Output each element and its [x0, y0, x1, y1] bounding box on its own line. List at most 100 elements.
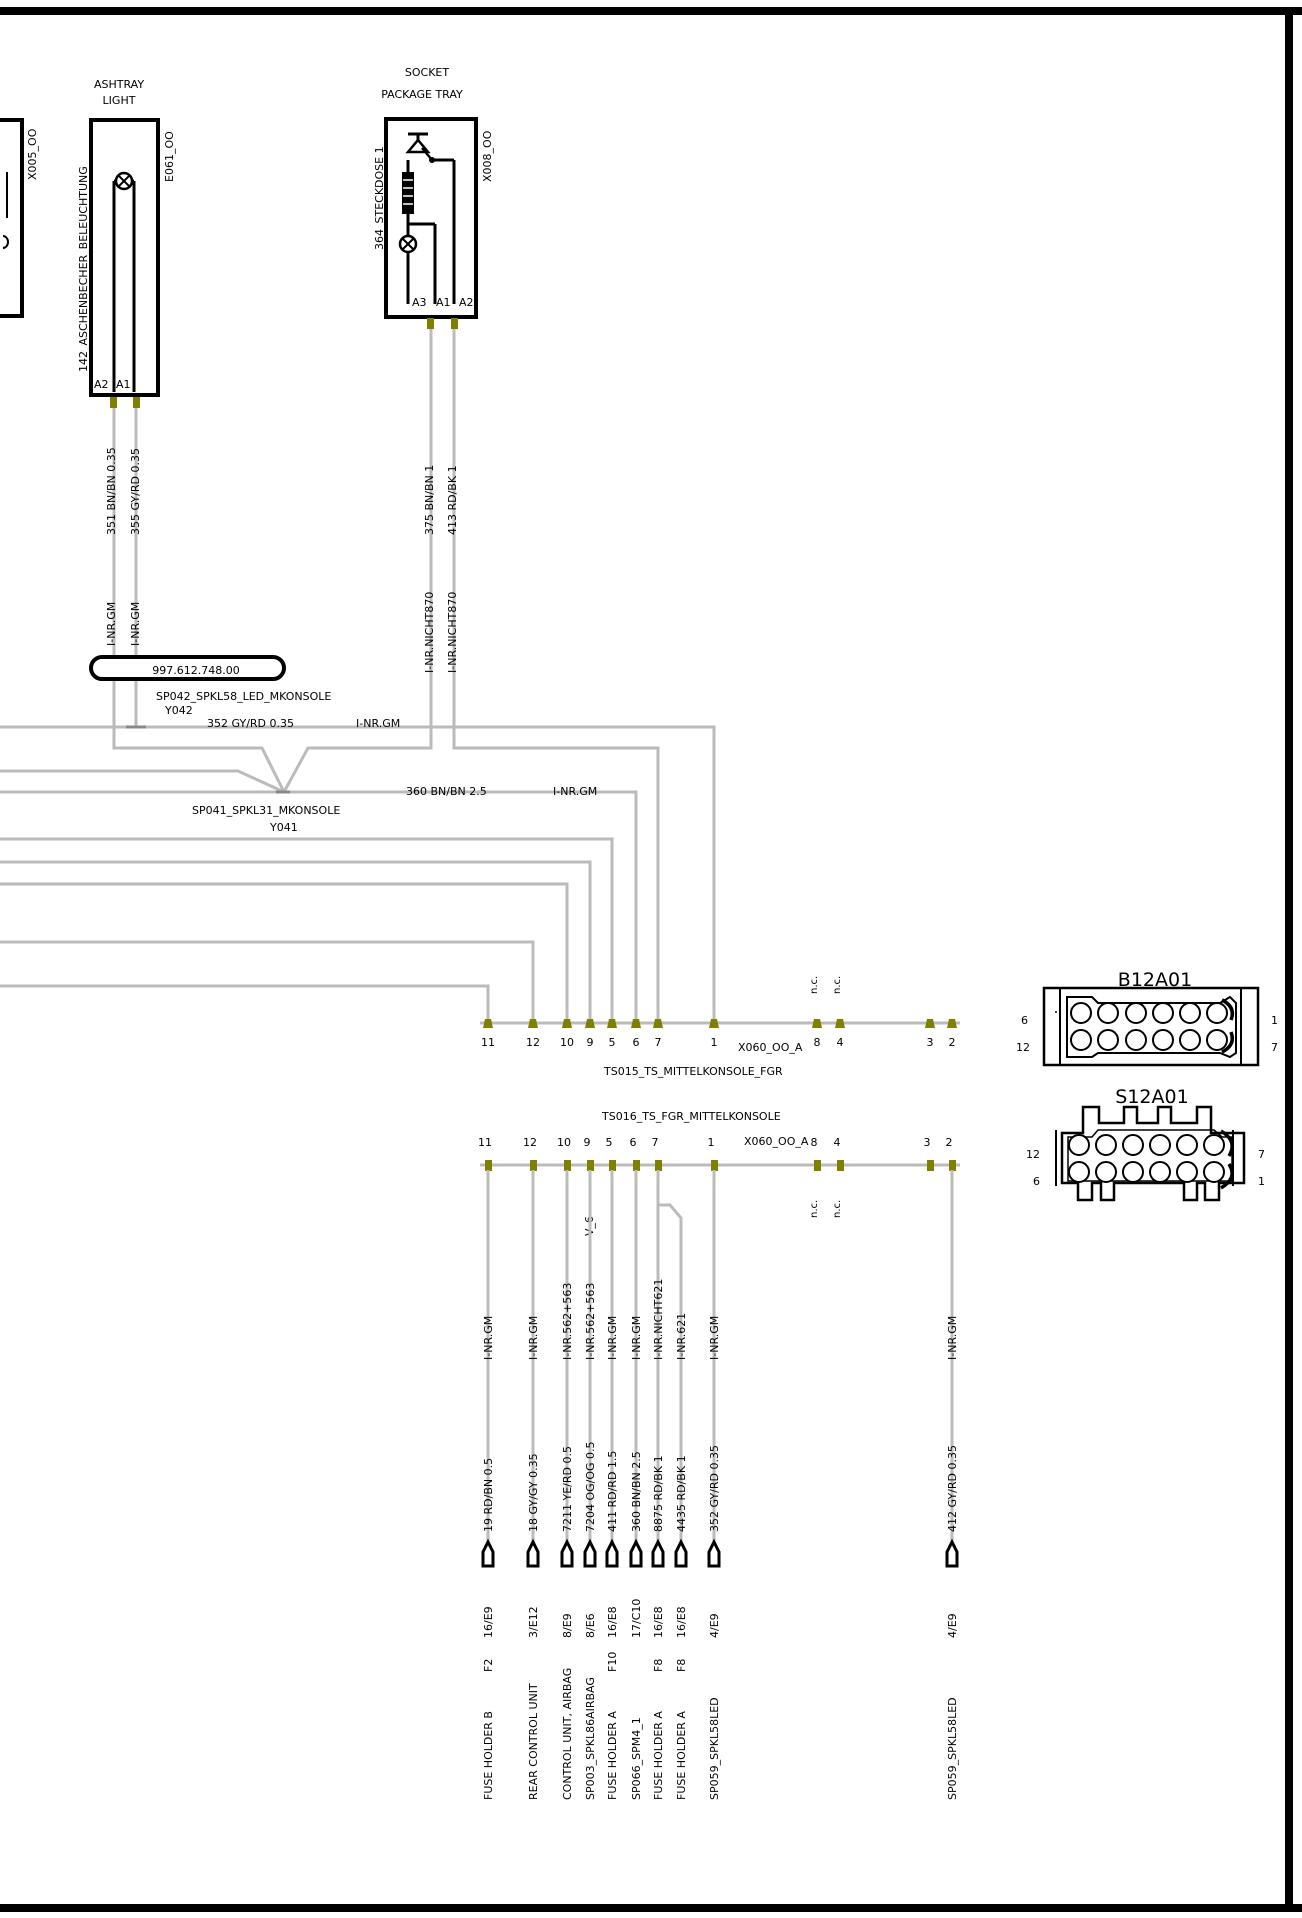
connector-bottom-pin: 6 [630, 1136, 640, 1171]
b12a01-title: B12A01 [1118, 969, 1192, 991]
connector-bottom-pin-label: 11 [478, 1136, 492, 1149]
upper-wire-labels: 351 BN/BN 0.35 355 GY/RD 0.35 375 BN/BN … [105, 447, 459, 673]
lower-wire-ref: 4/E9 [708, 1613, 721, 1638]
ashtray-desc: 142_ASCHENBECHER_BELEUCHTUNG [77, 166, 90, 372]
lower-wire-ref: 16/E8 [675, 1606, 688, 1638]
lower-wire-dest: SP066_SPM4_1 [630, 1717, 643, 1800]
component-x005: X005_OO [0, 118, 39, 318]
socket-title-2: PACKAGE TRAY [381, 88, 463, 101]
x005-code: X005_OO [26, 128, 39, 180]
terminal-icon [605, 1538, 619, 1568]
lower-wire-wire: 360 BN/BN 2.5 [630, 1451, 643, 1532]
b12a01-pin-1: 1 [1271, 1014, 1278, 1027]
connector-bottom-pin: 4 [834, 1136, 844, 1171]
lamp-icon [114, 171, 134, 191]
connector-top-pin-label: 7 [655, 1036, 662, 1049]
cavity [1122, 1161, 1144, 1183]
wire-label-375: 375 BN/BN 1 [423, 465, 436, 535]
connector-bottom-pin-label: 3 [924, 1136, 931, 1149]
lower-wire-inr: I-NR.562+563 [584, 1283, 597, 1360]
wire-label-351: 351 BN/BN 0.35 [105, 447, 118, 535]
inr-label-1: I-NR.GM [105, 602, 118, 646]
lower-wire-ref: 17/C10 [630, 1599, 643, 1638]
connector-bottom-pin: 12 [523, 1136, 537, 1171]
lower-wire-wire: 7204 OG/OG 0.5 [584, 1441, 597, 1532]
cavity [1152, 1002, 1174, 1024]
cavity [1203, 1161, 1225, 1183]
connector-top-pin: 3 [925, 1019, 935, 1049]
connector-bottom-pin: 9 [584, 1136, 594, 1171]
lower-wire-ref: 8/E6 [584, 1613, 597, 1638]
cavity [1206, 1002, 1228, 1024]
connector-top-pin: 8 [812, 1019, 822, 1049]
lower-wire-inr: I-NR.GM [606, 1316, 619, 1360]
terminal-icon [526, 1538, 540, 1568]
cavity [1125, 1002, 1147, 1024]
connector-bottom-pin-label: 12 [523, 1136, 537, 1149]
ashtray-title-2: LIGHT [103, 94, 136, 107]
connector-bottom-pin-label: 9 [584, 1136, 591, 1149]
socket-pin-a3: A3 [412, 296, 427, 309]
lower-wire-ref: 4/E9 [946, 1613, 959, 1638]
ashtray-code: E061_OO [163, 131, 176, 182]
lower-wire-wire: 411 RD/RD 1.5 [606, 1451, 619, 1532]
b12a01-pin-6: 6 [1021, 1014, 1028, 1027]
socket-desc: 364_STECKDOSE 1 [373, 146, 386, 250]
connector-top-pin-label: 1 [711, 1036, 718, 1049]
cavity [1206, 1029, 1228, 1051]
connector-top-pin: 2 [947, 1019, 957, 1049]
cavity [1095, 1161, 1117, 1183]
cavity [1125, 1029, 1147, 1051]
terminal-icon [945, 1538, 959, 1568]
cavity [1122, 1134, 1144, 1156]
cavity [1097, 1029, 1119, 1051]
s12a01-pin-6: 6 [1033, 1175, 1040, 1188]
connector-bottom-pin-label: 8 [811, 1136, 818, 1149]
terminal-icon [651, 1538, 665, 1568]
lower-wire-inr: I-NR.GM [708, 1316, 721, 1360]
connector-bottom-pin: 8 [811, 1136, 821, 1171]
connector-top-pin: 1 [709, 1019, 719, 1049]
connector-top-pin: 10 [560, 1019, 574, 1049]
socket-code: X008_OO [481, 130, 494, 182]
connector-top-pin: 9 [585, 1019, 595, 1049]
drawing-frame [0, 7, 1302, 1912]
component-ashtray-light: ASHTRAY LIGHT 142_ASCHENBECHER_BELEUCHTU… [77, 78, 176, 397]
connector-top-pin-label: 11 [481, 1036, 495, 1049]
connector-bottom-pin: 11 [478, 1136, 492, 1171]
lower-wire-ref: 8/E9 [561, 1613, 574, 1638]
lower-wire-inr: I-NR.NICHT621 [652, 1279, 665, 1360]
lower-wire-ref: 16/E9 [482, 1606, 495, 1638]
connector-bottom-pin-label: 2 [946, 1136, 953, 1149]
cavity [1203, 1134, 1225, 1156]
lower-wire-dest: FUSE HOLDER A [606, 1711, 619, 1800]
socket-symbol-icon [398, 132, 456, 304]
lower-wire-inr: I-NR.621 [675, 1313, 688, 1360]
grommet-part: 997.612.748.00 [89, 655, 286, 681]
wire-label-355: 355 GY/RD 0.35 [129, 448, 142, 535]
connector-top-code: X060_OO_A [738, 1041, 803, 1054]
connector-top-pin-label: 4 [837, 1036, 844, 1049]
connector-bottom-pin-label: 7 [652, 1136, 659, 1149]
connector-top-name: TS015_TS_MITTELKONSOLE_FGR [603, 1065, 783, 1078]
lower-wire-wire: 4435 RD/BK 1 [675, 1455, 688, 1532]
lower-wire-dest: CONTROL UNIT, AIRBAG [561, 1668, 574, 1800]
connector-bottom-nc-2: n.c. [832, 1200, 843, 1218]
cavity [1070, 1002, 1092, 1024]
inr-label-6: I-NR.GM [553, 785, 597, 798]
connector-bottom-pin: 10 [557, 1136, 571, 1171]
s12a01-cavities [1068, 1134, 1225, 1183]
connector-bottom-pin: 5 [606, 1136, 616, 1171]
connector-bottom-nc-1: n.c. [809, 1200, 820, 1218]
terminal-icon [481, 1538, 495, 1568]
connector-top-pin: 12 [526, 1019, 540, 1049]
